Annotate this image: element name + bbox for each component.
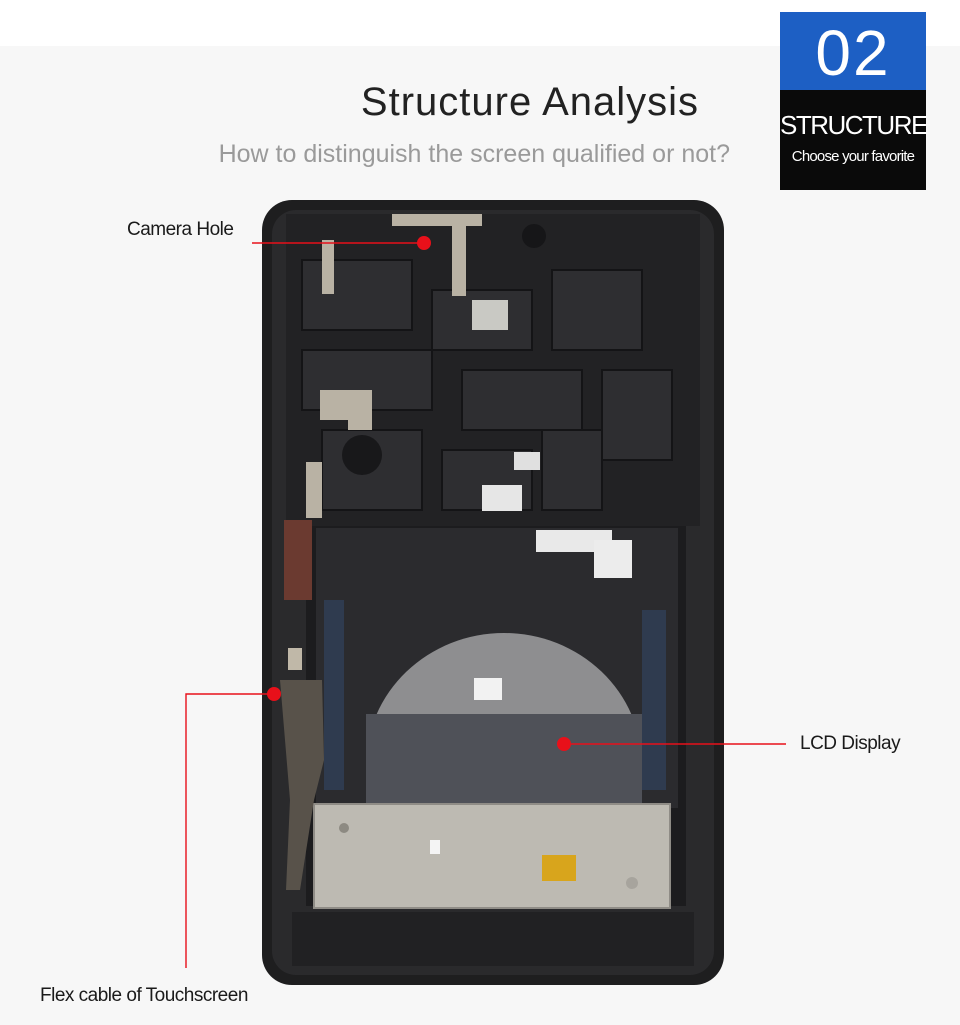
tablet-back-illustration [262, 200, 724, 985]
flex-leader-line [185, 693, 272, 968]
camera-marker [417, 236, 431, 250]
page-title: Structure Analysis [360, 80, 700, 124]
section-subtitle: Choose your favorite [791, 148, 915, 165]
camera-hole-label: Camera Hole [127, 219, 234, 240]
section-number: 02 [780, 12, 926, 90]
flex-marker [267, 687, 281, 701]
lcd-marker [557, 737, 571, 751]
page-subtitle: How to distinguish the screen qualified … [218, 140, 730, 168]
flex-cable-label: Flex cable of Touchscreen [40, 985, 248, 1006]
section-title: STRUCTURE [780, 110, 928, 140]
lcd-display-label: LCD Display [800, 733, 901, 754]
section-badge: 02 STRUCTURE Choose your favorite [780, 12, 928, 190]
